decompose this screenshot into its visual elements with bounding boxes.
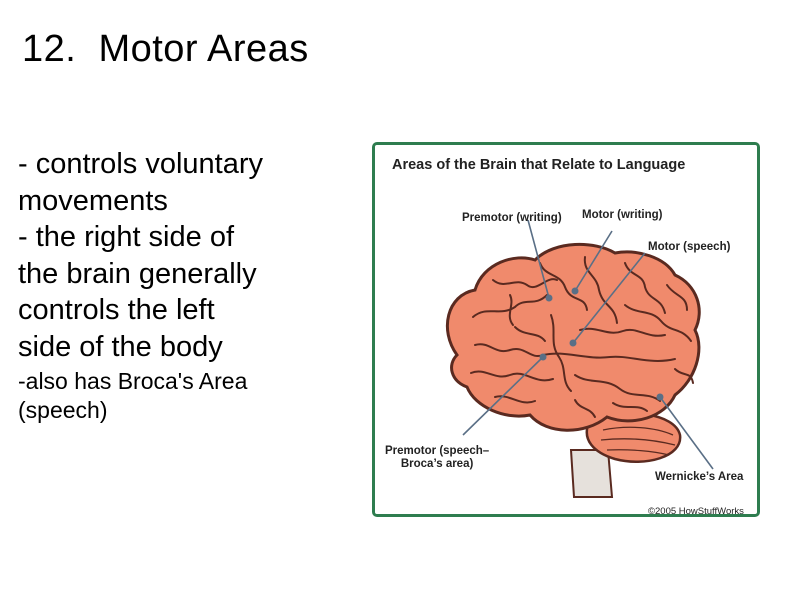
bullet-list: - controls voluntary movements - the rig… <box>18 146 348 425</box>
label-motor-speech: Motor (speech) <box>648 241 731 253</box>
bullet-voluntary-movements: - controls voluntary movements <box>18 148 263 217</box>
copyright-credit: ©2005 HowStuffWorks <box>648 506 744 517</box>
label-motor-writing: Motor (writing) <box>582 209 663 221</box>
brain-illustration <box>445 219 714 498</box>
brain-stem <box>569 449 614 498</box>
label-wernickes-area: Wernicke’s Area <box>655 471 744 483</box>
bullet-contralateral-control: - the right side of the brain generally … <box>18 221 257 363</box>
label-premotor-speech: Premotor (speech– Broca’s area) <box>385 445 490 470</box>
brain-language-figure: Areas of the Brain that Relate to Langua… <box>372 142 760 517</box>
brain-folds <box>470 256 694 418</box>
cerebrum <box>445 243 701 432</box>
pointer-dots <box>539 287 664 401</box>
slide-title: 12. Motor Areas <box>22 28 309 70</box>
pointer-lines <box>462 219 714 470</box>
bullet-brocas-area: -also has Broca's Area (speech) <box>18 368 248 423</box>
label-premotor-writing: Premotor (writing) <box>462 212 562 224</box>
figure-title: Areas of the Brain that Relate to Langua… <box>392 157 686 173</box>
